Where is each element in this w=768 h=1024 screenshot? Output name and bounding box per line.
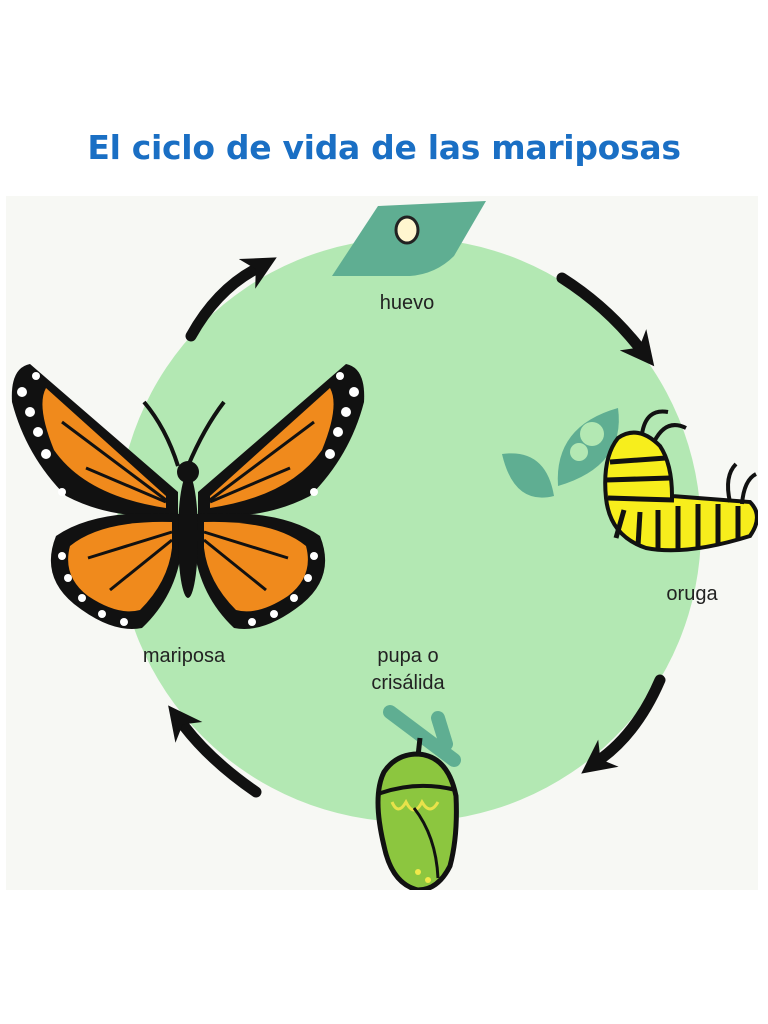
egg-on-leaf-icon (332, 201, 486, 276)
butterfly-icon (11, 364, 365, 629)
life-cycle-diagram: huevo oruga (6, 196, 758, 890)
label-pupa-line2: crisálida (371, 672, 445, 694)
chrysalis-icon (375, 737, 459, 890)
cycle-circle (117, 238, 701, 822)
label-butterfly: mariposa (143, 645, 226, 667)
label-caterpillar: oruga (666, 583, 718, 605)
label-pupa-line1: pupa o (377, 645, 438, 667)
label-egg: huevo (380, 292, 435, 314)
arrow-pupa-to-butterfly (168, 705, 262, 798)
arrow-butterfly-to-egg (185, 257, 277, 342)
arrow-egg-to-caterpillar (556, 272, 655, 367)
arrow-caterpillar-to-pupa (581, 674, 666, 774)
leaves-icon (502, 408, 619, 498)
page-title: El ciclo de vida de las mariposas (87, 128, 681, 167)
twig-icon (383, 705, 461, 767)
cycle-arrow-icon (168, 257, 666, 798)
caterpillar-icon (603, 409, 758, 553)
